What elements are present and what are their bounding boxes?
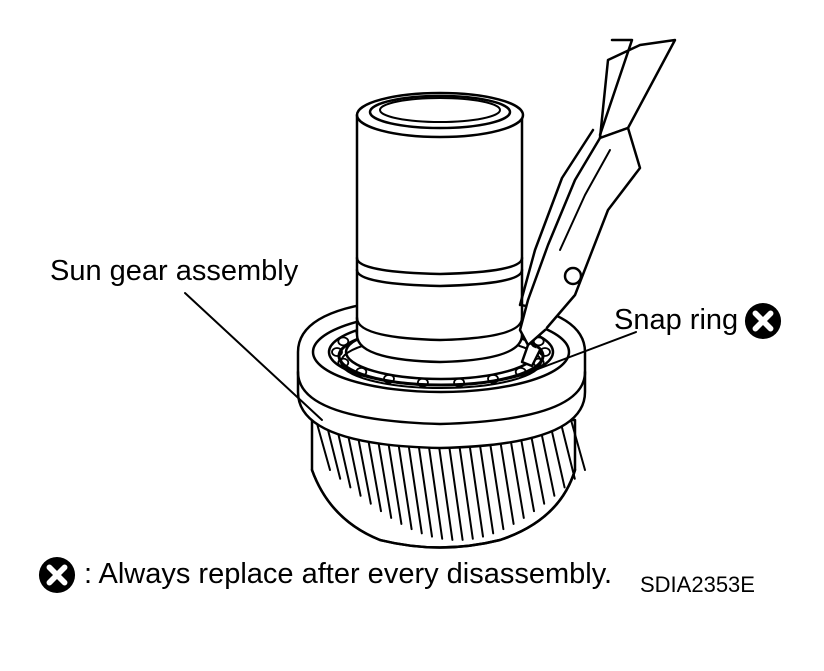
snap-ring-leader-line: [529, 331, 637, 373]
gear-tooth: [529, 429, 546, 505]
gear-tooth: [315, 419, 331, 471]
bearing-roller: [331, 347, 343, 357]
replace-note: : Always replace after every disassembly…: [84, 558, 613, 590]
gear-tooth: [508, 434, 525, 519]
gear-tooth: [570, 419, 586, 471]
shaft: [355, 91, 525, 364]
gear-tooth: [427, 440, 444, 540]
circled-x-icon: [744, 302, 782, 340]
gear-tooth: [488, 437, 505, 531]
gear-tooth: [417, 439, 433, 538]
snap-ring-label: Snap ring: [614, 304, 739, 336]
gear-tooth: [345, 427, 362, 497]
bearing-roller: [337, 336, 350, 347]
gear-tooth: [437, 440, 454, 541]
gear-tooth: [396, 437, 413, 531]
gear-tooth: [376, 434, 393, 519]
gear-tooth: [549, 424, 566, 489]
gear-tooth: [335, 424, 352, 489]
gear-tooth: [478, 438, 495, 535]
gear-tooth: [498, 435, 515, 525]
sun-gear-leader-line: [184, 292, 323, 421]
sun-gear-assembly-label: Sun gear assembly: [50, 255, 299, 287]
gear-teeth: [310, 418, 586, 549]
gear-tooth: [366, 431, 382, 513]
gear-tooth: [447, 440, 464, 541]
snap-ring-pliers: [518, 38, 677, 368]
circled-x-icon: [38, 556, 76, 594]
gear-tooth: [355, 429, 372, 505]
gear-tooth: [539, 427, 556, 497]
gear-tooth: [457, 440, 474, 540]
gear-tooth: [519, 431, 535, 513]
gear-tooth: [386, 435, 403, 525]
gear-tooth: [559, 421, 576, 480]
gear-tooth: [325, 421, 342, 480]
gear-tooth: [468, 439, 484, 538]
figure-code: SDIA2353E: [640, 572, 755, 597]
gear-tooth: [406, 438, 423, 535]
